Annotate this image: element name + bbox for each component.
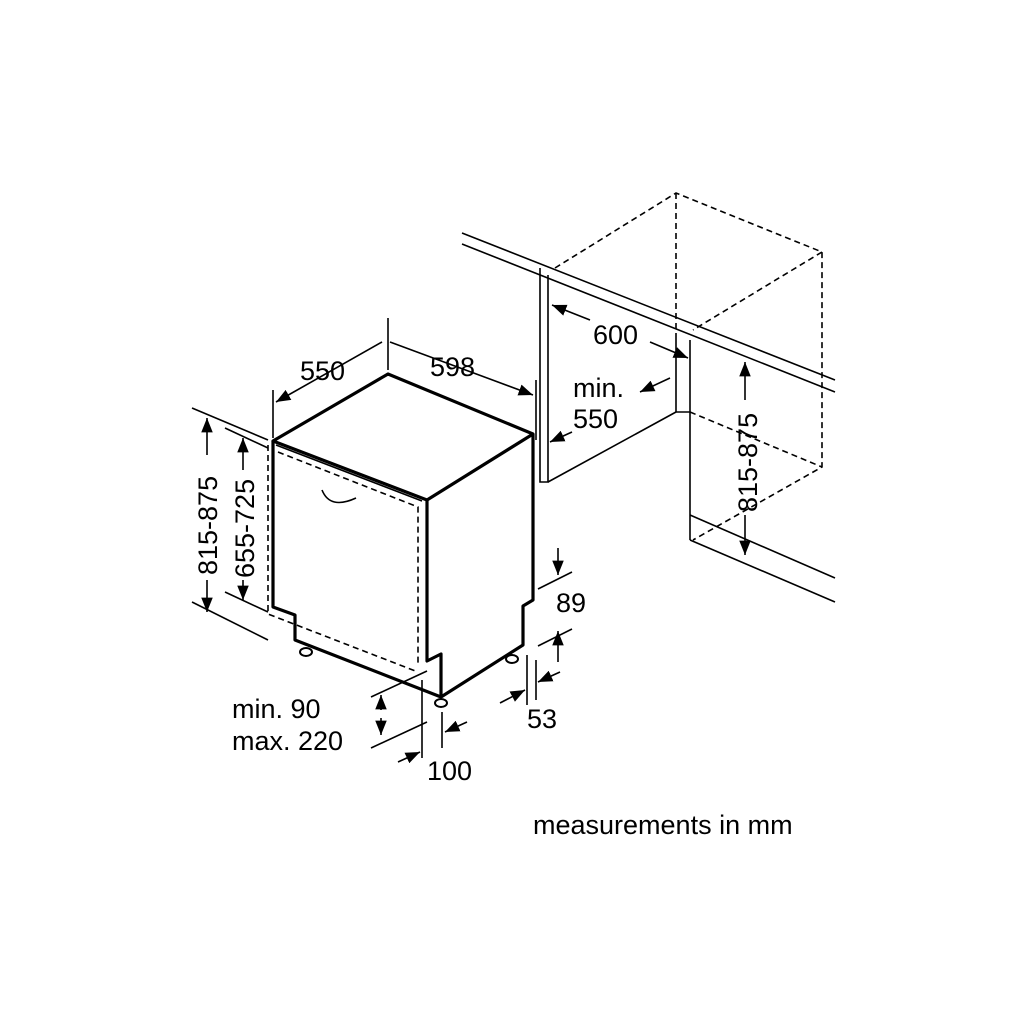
dishwasher-body [267,372,535,708]
plinth-top-label: 89 [556,588,586,618]
height-label: 815-875 [193,476,223,575]
foot-offset-label: 100 [427,756,472,786]
width-label: 598 [430,352,475,382]
plinth-max-label: max. 220 [232,726,343,756]
niche-depth-label-1: min. [573,373,624,403]
plinth-bottom-label: 53 [527,704,557,734]
dimension-lines [191,304,751,764]
plinth-min-label: min. 90 [232,694,321,724]
niche-depth-label-2: 550 [573,404,618,434]
door-height-label: 655-725 [230,479,260,578]
depth-label: 550 [300,356,345,386]
units-footer: measurements in mm [533,810,793,840]
niche-height-label: 815-875 [733,413,763,512]
niche-width-label: 600 [593,320,638,350]
cabinet-niche [461,192,836,603]
